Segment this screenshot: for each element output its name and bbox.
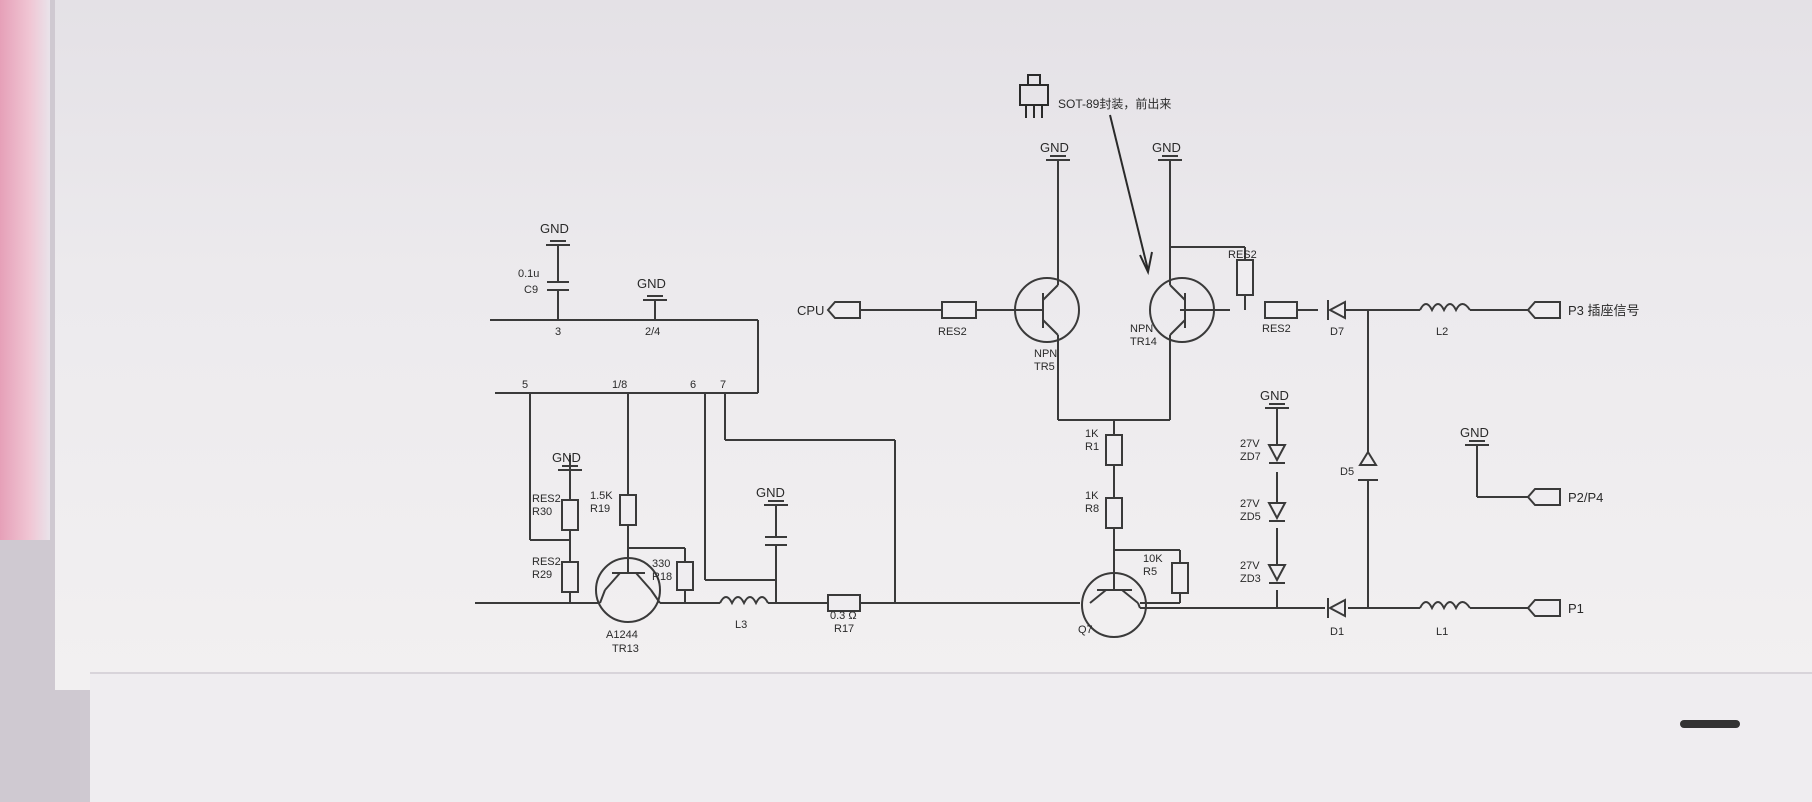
zd5-name: ZD5 (1240, 511, 1261, 523)
ic-pin-7: 7 (720, 379, 726, 391)
l1-label: L1 (1436, 626, 1448, 638)
r5-value: 10K (1143, 553, 1163, 565)
tr14-name: TR14 (1130, 336, 1157, 348)
res2-tr14-label: RES2 (1228, 249, 1257, 261)
zd7-name: ZD7 (1240, 451, 1261, 463)
connector-p2p4-label: P2/P4 (1568, 490, 1603, 505)
gnd-label-r30: GND (552, 450, 581, 465)
r1-value: 1K (1085, 428, 1099, 440)
c9-value: 0.1u (518, 268, 539, 280)
connector-p3-label: P3 插座信号 (1568, 303, 1640, 318)
zd3-value: 27V (1240, 560, 1260, 572)
gnd-label-zener: GND (1260, 388, 1289, 403)
tr13-name: TR13 (612, 643, 639, 655)
r30-value: RES2 (532, 493, 561, 505)
gnd-label-c9: GND (540, 221, 569, 236)
tr13-part: A1244 (606, 629, 638, 641)
c9-name: C9 (524, 284, 538, 296)
connector-p1-label: P1 (1568, 601, 1584, 616)
l2-label: L2 (1436, 326, 1448, 338)
ic-pin-3: 3 (555, 326, 561, 338)
r29-name: R29 (532, 569, 552, 581)
r29-value: RES2 (532, 556, 561, 568)
zd5-value: 27V (1240, 498, 1260, 510)
tr5-type: NPN (1034, 348, 1057, 360)
gnd-label-tr14: GND (1152, 140, 1181, 155)
r17-name: R17 (834, 623, 854, 635)
gnd-label-tr5: GND (1040, 140, 1069, 155)
ic-pin-2-4: 2/4 (645, 326, 660, 338)
r19-value: 1.5K (590, 490, 613, 502)
d5-label: D5 (1340, 466, 1354, 478)
pen-tip (1680, 720, 1740, 728)
annotation-text: SOT-89封装，前出来 (1058, 96, 1171, 111)
gnd-label-ic: GND (637, 276, 666, 291)
r17-value: 0.3 Ω (830, 610, 857, 622)
zd7-value: 27V (1240, 438, 1260, 450)
q7-name: Q7 (1078, 624, 1093, 636)
r8-name: R8 (1085, 503, 1099, 515)
gnd-label-p2p4: GND (1460, 425, 1489, 440)
zd3-name: ZD3 (1240, 573, 1261, 585)
d1-label: D1 (1330, 626, 1344, 638)
r18-name: R18 (652, 571, 672, 583)
tr14-type: NPN (1130, 323, 1153, 335)
res2-cpu-label: RES2 (938, 326, 967, 338)
r19-name: R19 (590, 503, 610, 515)
r18-value: 330 (652, 558, 670, 570)
r30-name: R30 (532, 506, 552, 518)
r8-value: 1K (1085, 490, 1099, 502)
connector-cpu-label: CPU (797, 303, 824, 318)
r1-name: R1 (1085, 441, 1099, 453)
d7-label: D7 (1330, 326, 1344, 338)
res2-d7-label: RES2 (1262, 323, 1291, 335)
l3-label: L3 (735, 619, 747, 631)
paper-sheet (55, 0, 1812, 690)
gnd-label-cap: GND (756, 485, 785, 500)
r5-name: R5 (1143, 566, 1157, 578)
pink-paper-edge (0, 0, 50, 540)
tr5-name: TR5 (1034, 361, 1055, 373)
ic-pin-1-8: 1/8 (612, 379, 627, 391)
ic-pin-6: 6 (690, 379, 696, 391)
lower-paper-sheet (90, 672, 1812, 802)
ic-pin-5: 5 (522, 379, 528, 391)
